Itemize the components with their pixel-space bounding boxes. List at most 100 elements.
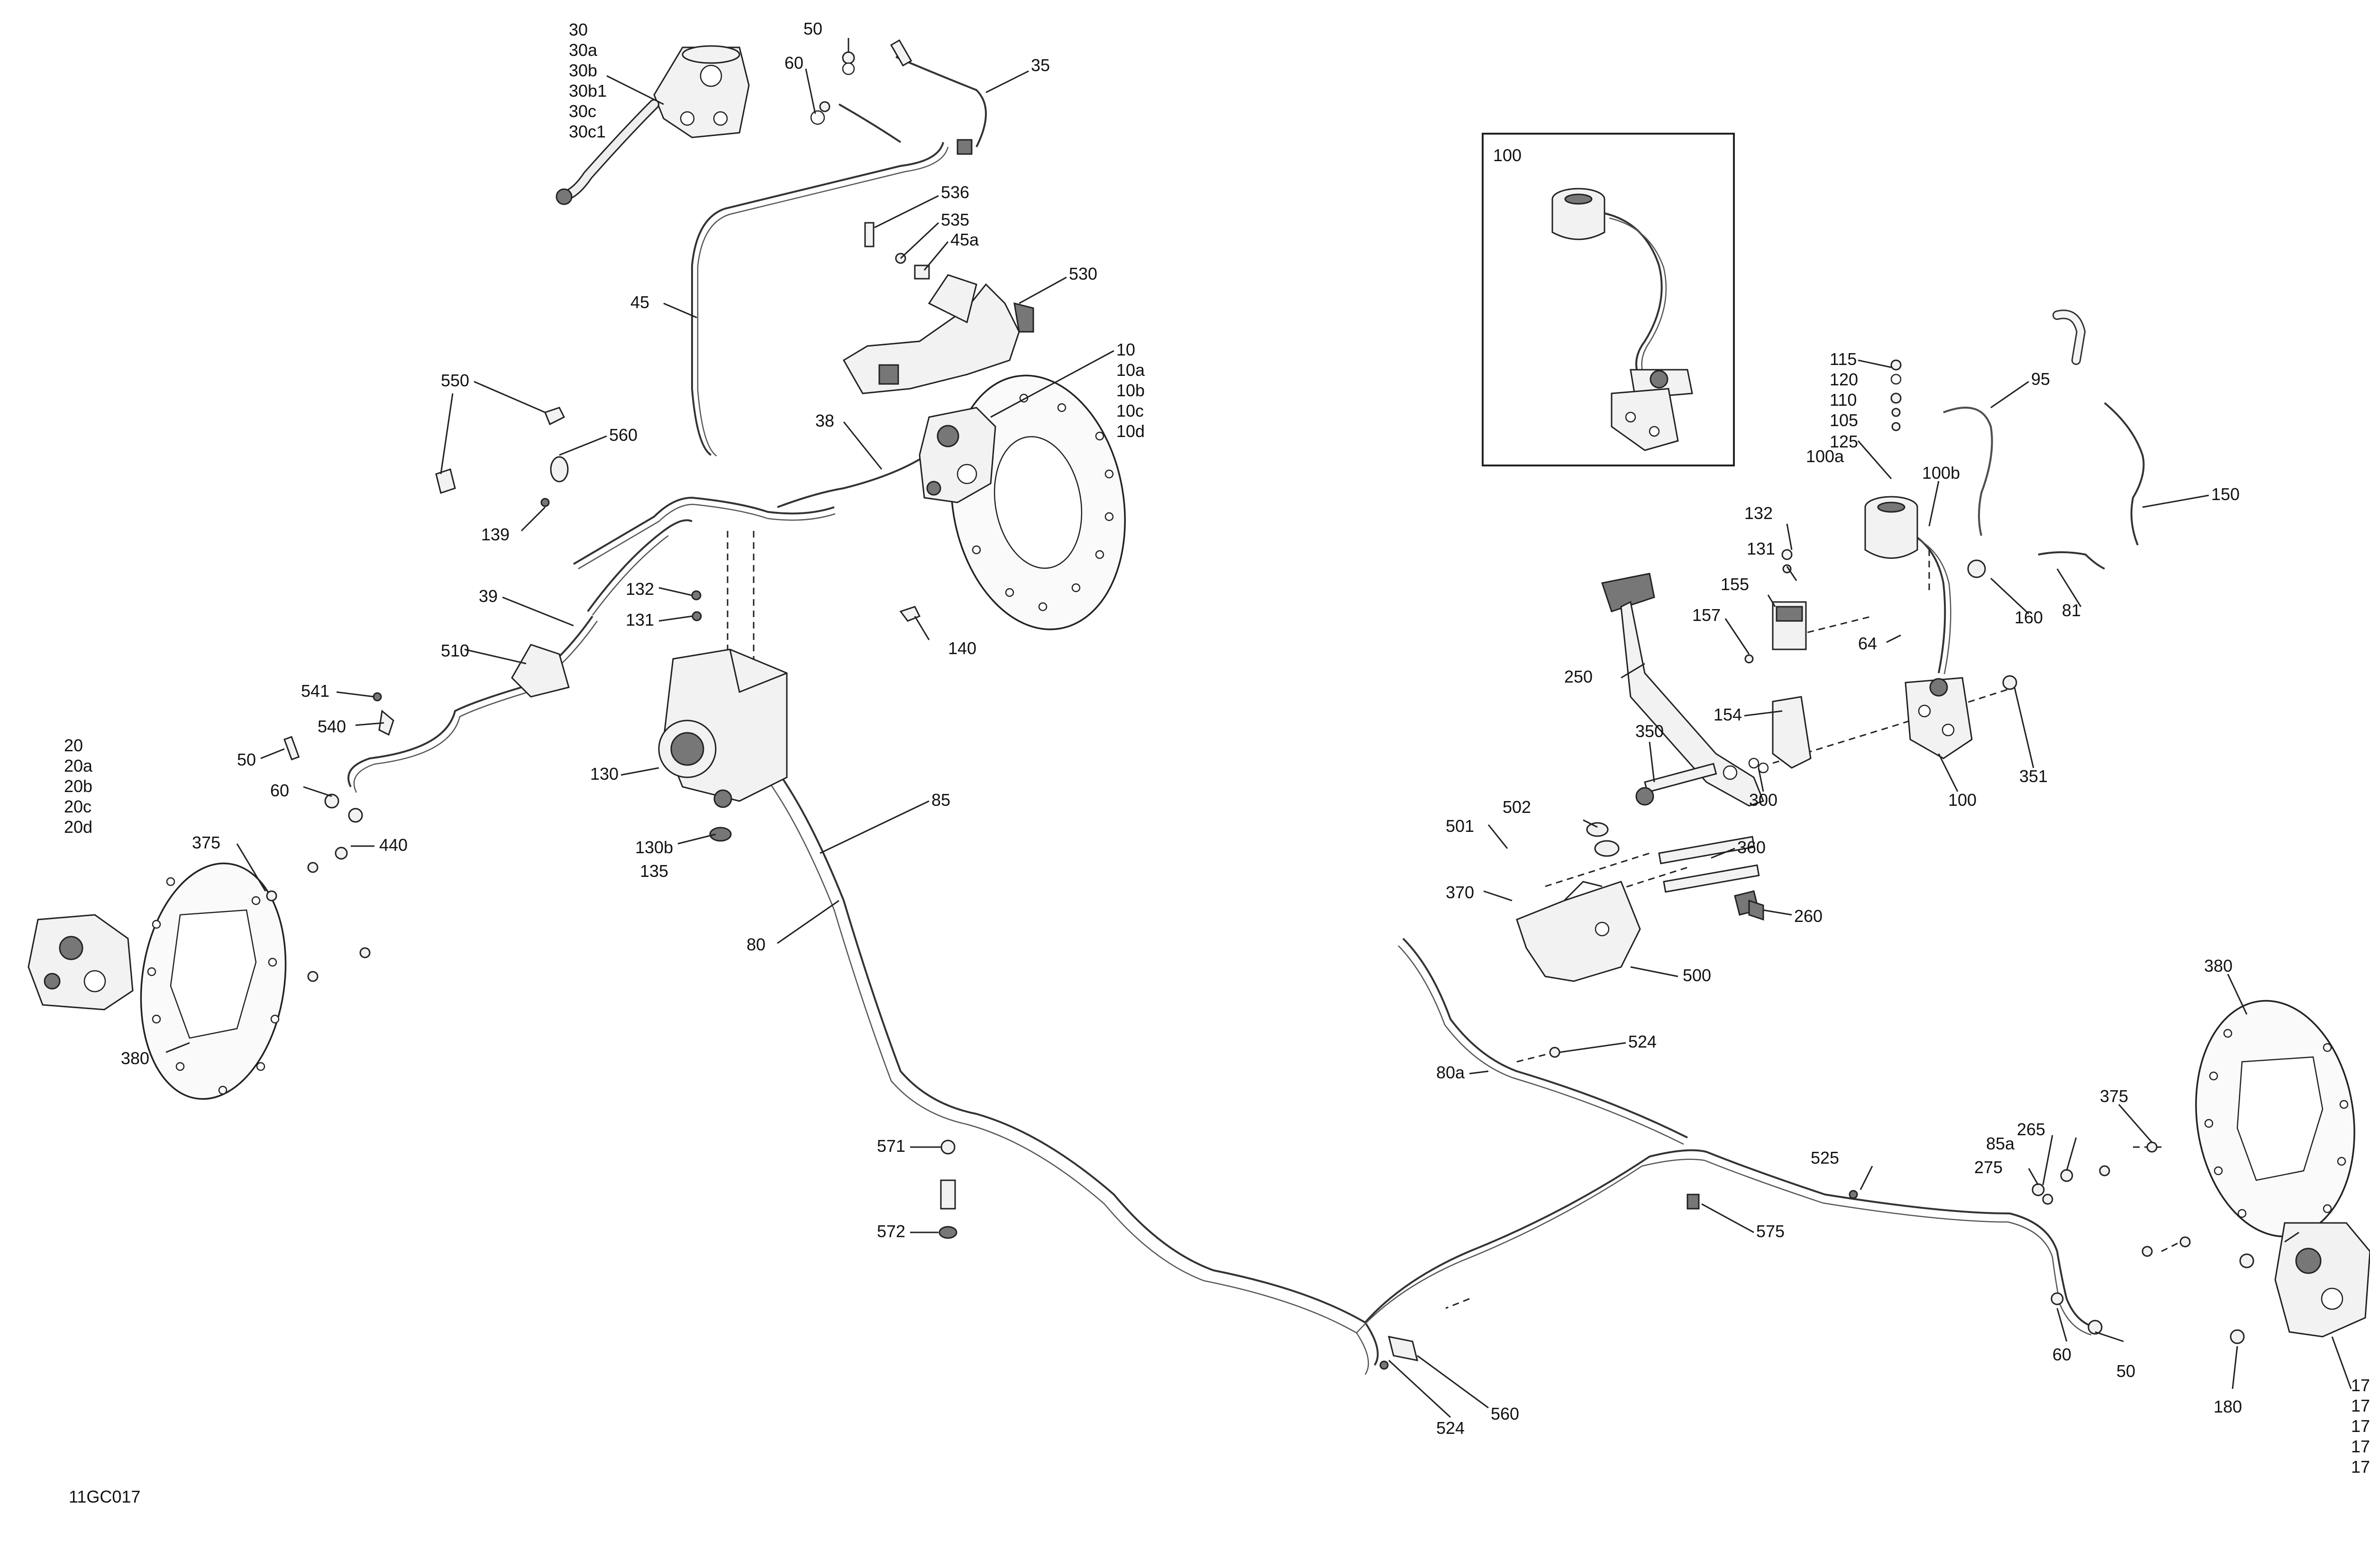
label-105: 105 [1830,410,1858,430]
abs-mounting-bracket [842,274,1034,394]
label-30c: 30c [569,101,596,121]
label-440: 440 [379,835,408,855]
label-175b: 175b [2351,1416,2370,1436]
label-375-right: 375 [2100,1086,2128,1106]
label-360: 360 [1737,838,1766,857]
label-540: 540 [318,717,346,736]
label-380-right: 380 [2204,956,2233,975]
label-180: 180 [2214,1397,2242,1416]
label-154: 154 [1714,705,1742,724]
label-80a: 80a [1436,1063,1465,1082]
label-571: 571 [877,1136,905,1156]
part-number-labels: 30 30a 30b 30b1 30c 30c1 50 60 35 536 53… [64,19,2370,1506]
small-fittings [266,39,2254,1370]
label-351: 351 [2019,766,2048,786]
label-30b: 30b [569,61,597,80]
label-30b1: 30b1 [569,81,607,100]
pedal-pivot-bolt-350 [1635,763,1717,806]
label-300: 300 [1749,790,1778,810]
label-275: 275 [1974,1158,2003,1177]
label-541: 541 [301,681,329,701]
label-38: 38 [815,411,834,430]
leader-lines [165,38,2352,1418]
label-157: 157 [1692,605,1721,625]
label-130b: 130b [635,838,673,857]
label-131-left: 131 [626,610,654,629]
label-250: 250 [1564,667,1593,686]
label-550: 550 [441,371,469,390]
front-left-brake-disc [140,862,287,1100]
label-50-right: 50 [2116,1361,2135,1381]
inset-box-100: 100 [1482,133,1735,466]
label-30: 30 [569,20,588,39]
label-60-top: 60 [784,53,803,73]
label-572: 572 [877,1222,905,1241]
label-375-left: 375 [192,833,220,852]
label-64: 64 [1858,634,1877,653]
label-20b: 20b [64,776,92,796]
label-60-left: 60 [270,781,289,800]
label-10b: 10b [1116,381,1145,400]
label-536: 536 [941,182,969,202]
label-50-left: 50 [237,750,256,769]
label-260: 260 [1794,906,1823,926]
label-20d: 20d [64,817,92,837]
diagram-code: 11GC017 [69,1487,140,1506]
label-30c1: 30c1 [569,122,606,141]
label-85: 85 [931,790,950,810]
label-560-bottom: 560 [1491,1404,1519,1423]
brake-pedal-250 [1601,573,1764,807]
label-380-left: 380 [121,1048,149,1068]
label-60-right: 60 [2052,1345,2071,1364]
label-100b: 100b [1922,463,1960,483]
label-500: 500 [1683,966,1711,985]
label-139: 139 [481,525,510,544]
label-85a: 85a [1986,1134,2015,1153]
label-39: 39 [479,586,498,606]
label-20a: 20a [64,756,93,775]
label-370: 370 [1446,883,1474,902]
label-10c: 10c [1116,401,1144,420]
label-30a: 30a [569,40,598,60]
label-132-right: 132 [1744,503,1773,523]
inset-label: 100 [1493,146,1522,165]
label-501: 501 [1446,816,1474,836]
label-525: 525 [1811,1148,1839,1167]
label-560-top: 560 [609,425,638,445]
label-132-left: 132 [626,579,654,599]
label-110: 110 [1830,390,1857,410]
label-575: 575 [1756,1222,1785,1241]
label-20: 20 [64,736,83,755]
label-80: 80 [747,935,766,954]
front-right-caliper [919,407,996,503]
label-45: 45 [630,292,649,312]
rear-right-brake-disc [2195,1000,2355,1238]
label-131-right: 131 [1747,539,1775,558]
label-265: 265 [2017,1120,2045,1139]
label-20c: 20c [64,797,91,816]
label-10: 10 [1116,340,1135,359]
handlebar-master-cylinder [556,45,750,205]
rear-right-caliper [2274,1222,2370,1338]
label-81: 81 [2062,601,2081,620]
abs-module [658,648,788,842]
label-175c: 175c [2351,1437,2370,1456]
assembly-lines [727,531,2181,1309]
label-130: 130 [590,764,619,784]
label-510: 510 [441,641,469,660]
label-10d: 10d [1116,421,1145,441]
label-100a: 100a [1806,447,1844,466]
rear-master-cylinder-100a [1864,496,1918,559]
pedal-bracket-154 [1772,696,1812,769]
reservoir-155 [1772,601,1807,650]
label-350: 350 [1635,721,1664,741]
label-115: 115 [1830,349,1857,369]
bracket-500 [1516,822,1760,982]
label-95: 95 [2031,369,2050,389]
label-155: 155 [1721,574,1749,594]
label-100-bracket: 100 [1948,790,1977,810]
label-524-bottom: 524 [1436,1418,1465,1438]
label-50-top: 50 [803,19,822,38]
label-175a: 175a [2351,1396,2370,1415]
